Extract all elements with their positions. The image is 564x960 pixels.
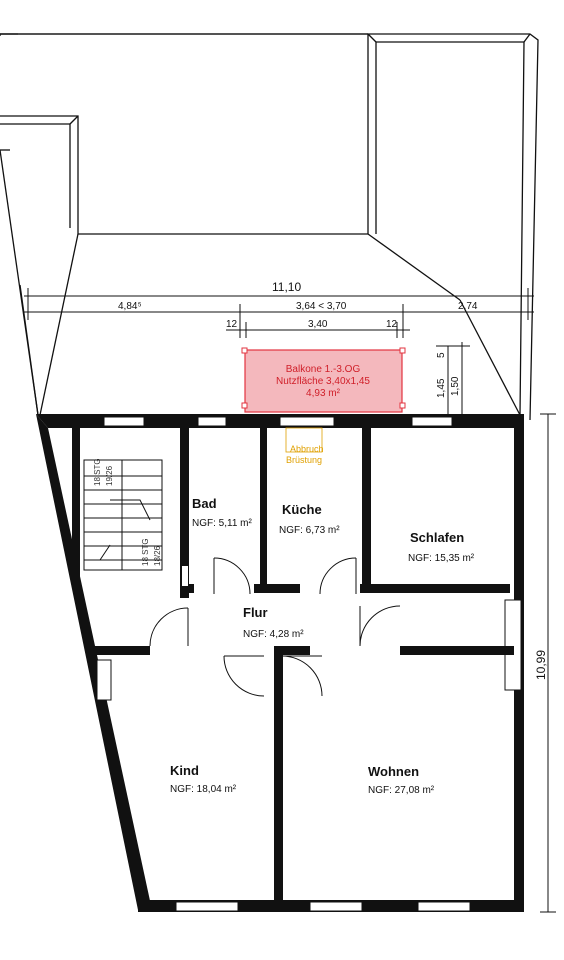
room-kueche-area: NGF: 6,73 m² (279, 525, 340, 536)
dim-balcony-depth: 1,45 (436, 378, 447, 398)
stairs-lower-ratio: 18/26 (153, 545, 162, 566)
stairs-lower-label: 18 STG (141, 538, 150, 566)
dim-total-width: 11,10 (272, 280, 301, 294)
staircase (83, 459, 163, 571)
demolition-note-line1: Abbruch (290, 444, 324, 454)
stairs-upper-label: 18 STG (93, 458, 102, 486)
balcony-label-line2: Nutzfläche 3,40x1,45 (276, 376, 370, 387)
room-kind-area: NGF: 18,04 m² (170, 784, 237, 795)
room-schlafen-area: NGF: 15,35 m² (408, 553, 475, 564)
room-bad-name: Bad (192, 496, 217, 511)
balcony: Balkone 1.-3.OG Nutzfläche 3,40x1,45 4,9… (241, 347, 406, 413)
dim-offset-left: 12 (226, 319, 238, 330)
windows (96, 416, 522, 912)
dim-left-segment: 4,84⁵ (118, 301, 142, 312)
stairs-upper-ratio: 19/26 (105, 465, 114, 486)
dim-middle-segment: 3,64 < 3,70 (296, 301, 347, 312)
roof-outline (0, 33, 539, 421)
dim-offset-right: 12 (386, 319, 398, 330)
room-wohnen-name: Wohnen (368, 764, 419, 779)
room-schlafen-name: Schlafen (410, 530, 464, 545)
room-kind-name: Kind (170, 763, 199, 778)
dim-total-height: 10,99 (534, 650, 548, 680)
dim-right-segment: 2,74 (458, 301, 478, 312)
demolition-marker (285, 427, 323, 453)
room-flur-name: Flur (243, 605, 268, 620)
dim-balcony-width: 3,40 (308, 319, 328, 330)
room-wohnen-area: NGF: 27,08 m² (368, 785, 435, 796)
room-bad-area: NGF: 5,11 m² (192, 518, 252, 529)
room-flur-area: NGF: 4,28 m² (243, 629, 304, 640)
balcony-label-line1: Balkone 1.-3.OG (286, 364, 361, 375)
dimension-lines (24, 288, 556, 913)
interior-walls (72, 428, 514, 904)
dim-small-offset: 5 (436, 352, 447, 358)
demolition-note-line2: Brüstung (286, 455, 322, 465)
doors (149, 428, 401, 697)
room-kueche-name: Küche (282, 502, 322, 517)
dim-balcony-depth-outer: 1,50 (450, 376, 461, 396)
balcony-label-line3: 4,93 m² (306, 388, 341, 399)
